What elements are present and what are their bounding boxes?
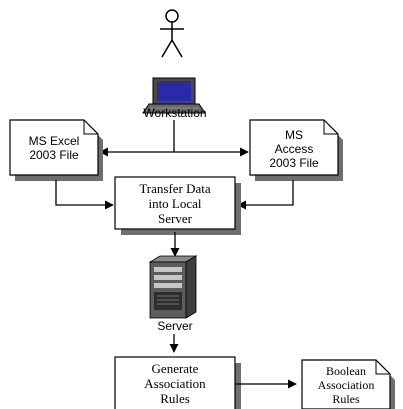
server-label: Server — [157, 319, 193, 333]
transfer-data-box — [114, 176, 241, 235]
workstation-label: Workstation — [143, 106, 207, 120]
generate-rules-label: Generate Association Rules — [144, 361, 206, 406]
server-tower-icon — [148, 255, 198, 319]
excel-to-transfer-arrow — [55, 180, 114, 210]
boolean-rules-document — [301, 359, 395, 409]
access-to-transfer-arrow — [237, 180, 294, 210]
transfer-data-label: Transfer Data into Local Server — [139, 181, 211, 226]
boolean-rules-label: Boolean Association Rules — [317, 364, 375, 406]
access-file-label: MS Access 2003 File — [269, 128, 319, 170]
laptop-computer-icon — [142, 77, 206, 114]
stick-figure-user-icon — [160, 9, 184, 58]
access-file-document — [249, 119, 343, 181]
generate-rules-box — [114, 356, 241, 409]
excel-file-document — [9, 119, 103, 181]
excel-file-label: MS Excel 2003 File — [28, 134, 80, 162]
